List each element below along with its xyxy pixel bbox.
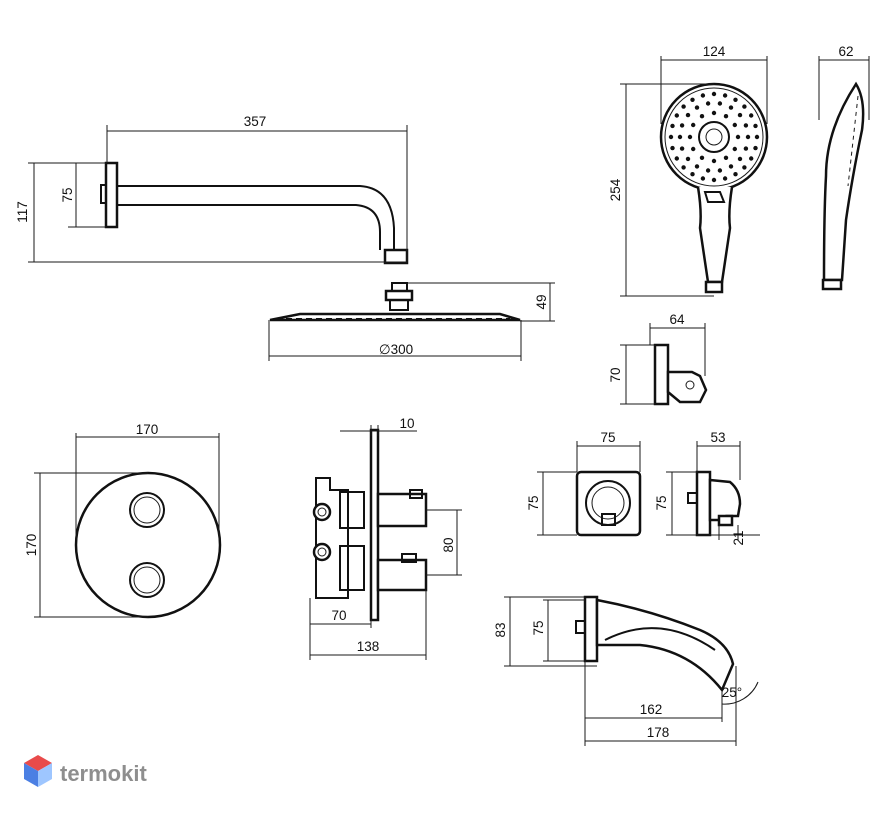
shower-arm-drawing: 357 75 117 (15, 114, 409, 265)
spray-nozzle (690, 172, 695, 177)
spray-nozzle (679, 146, 685, 151)
dim-body-depth: 70 (331, 608, 346, 623)
dim-holder-width: 64 (669, 312, 685, 327)
outlet-front-drawing: 75 75 (526, 430, 642, 537)
spray-nozzle (743, 123, 749, 128)
spray-nozzle (694, 105, 700, 110)
spray-nozzle (677, 134, 683, 140)
spray-nozzle (691, 146, 696, 152)
cube-icon (24, 755, 52, 787)
outlet-side-drawing: 53 75 21 (654, 430, 760, 546)
spray-nozzle (717, 168, 723, 173)
spray-nozzle (732, 146, 737, 152)
spray-nozzle (735, 134, 741, 140)
spray-nozzle (732, 122, 737, 128)
spray-nozzle (674, 156, 679, 161)
spray-nozzle (749, 113, 754, 118)
dim-body-total: 138 (357, 639, 380, 654)
dim-outlet-height: 75 (526, 495, 541, 510)
dim-spout-height: 83 (493, 622, 508, 637)
spray-nozzle (694, 164, 700, 169)
spray-nozzle (691, 122, 696, 128)
dim-head-diameter: ∅300 (379, 342, 413, 357)
spray-nozzle (728, 105, 734, 110)
dim-arm-flange: 75 (60, 187, 75, 202)
dim-hand-depth: 62 (838, 44, 853, 59)
dim-hand-length: 254 (608, 178, 623, 201)
spray-nozzle (737, 156, 743, 162)
dim-outlet-width: 75 (600, 430, 615, 445)
dim-head-height: 49 (534, 294, 549, 309)
dim-outlet-small: 21 (731, 530, 746, 545)
dim-plate-height: 170 (24, 534, 39, 557)
spray-nozzle (685, 156, 691, 162)
spray-nozzle (699, 114, 705, 119)
spray-nozzle (668, 134, 674, 140)
hand-shower-side-drawing: 62 (818, 44, 870, 291)
spray-nozzle (753, 123, 758, 129)
dim-holder-height: 70 (608, 367, 623, 382)
spray-nozzle (700, 93, 706, 98)
rain-head-drawing: 49 ∅300 (268, 282, 555, 361)
spray-nozzle (700, 176, 706, 181)
dim-body-plate: 10 (399, 416, 414, 431)
spray-nozzle (711, 91, 717, 97)
spray-nozzle (733, 97, 738, 103)
dim-outlet-side-height: 75 (654, 495, 669, 510)
spray-nozzle (745, 134, 751, 140)
spray-nozzle (753, 145, 758, 151)
spray-nozzle (705, 168, 711, 173)
brand-logo: termokit (24, 755, 147, 787)
dim-spout-flange: 75 (531, 620, 546, 635)
dim-spout-reach: 162 (640, 702, 663, 717)
hand-shower-front-drawing: 124 254 (608, 44, 769, 297)
spray-nozzle (685, 112, 691, 118)
spray-nozzle (728, 164, 734, 169)
spray-nozzle (681, 165, 686, 170)
spray-nozzle (699, 155, 705, 160)
spray-nozzle (711, 177, 717, 183)
dim-plate-width: 170 (136, 422, 159, 437)
spray-nozzle (711, 110, 717, 116)
spray-nozzle (723, 114, 729, 119)
spray-nozzle (723, 155, 729, 160)
spray-nozzle (749, 156, 754, 161)
dim-outlet-side-width: 53 (710, 430, 725, 445)
spray-nozzle (681, 104, 686, 109)
spray-nozzle (670, 123, 675, 129)
faceplate-drawing: 170 170 (24, 422, 222, 619)
spray-nozzle (679, 123, 685, 128)
brand-name: termokit (60, 761, 147, 786)
spray-nozzle (743, 146, 749, 151)
dim-spout-total: 178 (647, 725, 670, 740)
spray-nozzle (722, 176, 728, 181)
dim-body-spacing: 80 (441, 537, 456, 552)
wall-holder-drawing: 64 70 (608, 312, 708, 406)
spray-nozzle (733, 172, 738, 177)
dim-arm-length: 357 (244, 114, 267, 129)
spray-nozzle (687, 134, 693, 140)
dim-spout-angle: 25° (722, 685, 742, 700)
spray-nozzle (737, 112, 743, 118)
spray-nozzle (670, 145, 675, 151)
spray-nozzle (722, 93, 728, 98)
spray-nozzle (717, 101, 723, 106)
spray-nozzle (674, 113, 679, 118)
dim-hand-width: 124 (703, 44, 726, 59)
spray-nozzle (690, 97, 695, 103)
spray-nozzle (742, 165, 747, 170)
spout-drawing: 83 75 25° 162 178 (493, 595, 759, 746)
mixer-body-drawing: 10 80 70 138 (309, 416, 462, 660)
spray-nozzle (742, 104, 747, 109)
dim-arm-total: 117 (15, 201, 30, 223)
spray-nozzle (754, 134, 760, 140)
spray-nozzle (705, 101, 711, 106)
spray-nozzle (711, 158, 717, 164)
